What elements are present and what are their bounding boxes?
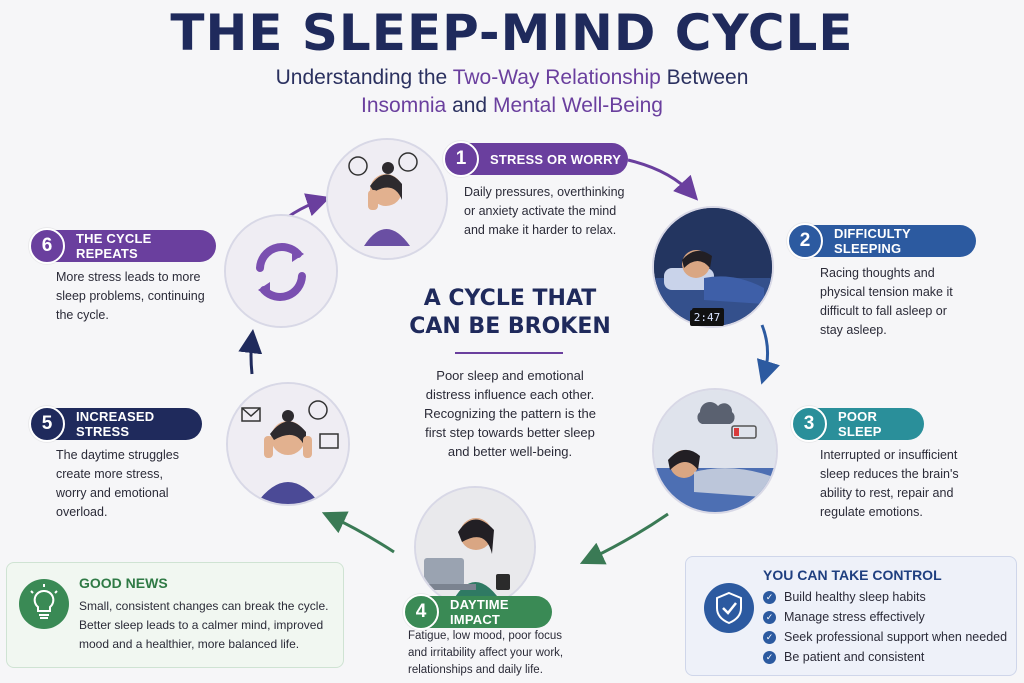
good-news-line: mood and a healthier, more balanced life… [79,637,300,651]
center-line: first step towards better sleep [425,425,595,440]
step-1-label: STRESS OR WORRY [490,151,622,167]
step-2-line: physical tension make it [820,285,953,299]
arrow-4-to-5 [321,511,395,554]
center-line: distress influence each other. [425,387,595,402]
center-title: A CYCLE THAT CAN BE BROKEN [400,285,620,341]
step-4-label: DAYTIME IMPACT [450,597,509,627]
step-5-pill: INCREASED STRESS [38,408,202,440]
subtitle-text: Understanding the [275,66,453,89]
step-2-pill: DIFFICULTY SLEEPING [796,225,976,257]
center-title-line: A CYCLE THAT [423,286,597,311]
step-5-description: The daytime struggles create more stress… [56,446,226,522]
shield-check-icon [704,583,754,633]
step-3-line: ability to rest, repair and [820,486,954,500]
stress-illustration [326,138,448,260]
step-2-line: difficult to fall asleep or [820,304,947,318]
take-control-item: ✓ Build healthy sleep habits [763,587,1013,607]
subtitle-highlight: Insomnia [361,94,447,117]
cycle-repeat-illustration [224,214,338,328]
step-6-description: More stress leads to more sleep problems… [56,268,236,325]
good-news-box: GOOD NEWS Small, consistent changes can … [6,562,344,668]
page-subtitle: Understanding the Two-Way Relationship B… [0,64,1024,120]
step-2-number: 2 [787,223,823,259]
step-4-description: Fatigue, low mood, poor focus and irrita… [408,628,628,679]
checkmark-icon: ✓ [763,630,776,644]
step-5-line: The daytime struggles [56,448,179,462]
good-news-line: Better sleep leads to a calmer mind, imp… [79,618,324,632]
step-2-line: Racing thoughts and [820,266,935,280]
arrow-5-to-6 [238,329,263,375]
refresh-icon [226,216,336,326]
step-5-number: 5 [29,406,65,442]
take-control-item-label: Manage stress effectively [784,610,925,624]
step-5-line: overload. [56,505,108,519]
step-1-line: or anxiety activate the mind [464,204,617,218]
arrow-2-to-3 [756,324,780,385]
step-6-line: More stress leads to more [56,270,201,284]
center-line: Poor sleep and emotional [436,368,584,383]
take-control-list: ✓ Build healthy sleep habits ✓ Manage stre… [763,587,1013,667]
center-title-line: CAN BE BROKEN [409,314,611,339]
center-description: Poor sleep and emotional distress influe… [410,366,610,461]
step-6-line: the cycle. [56,308,109,322]
good-news-title: GOOD NEWS [79,575,168,591]
daytime-impact-illustration [414,486,536,608]
step-1-line: and make it harder to relax. [464,223,617,237]
step-3-number: 3 [791,406,827,442]
step-5-label: INCREASED STRESS [76,409,155,439]
take-control-item: ✓ Be patient and consistent [763,647,1013,667]
step-1-pill: STRESS OR WORRY [452,143,628,175]
difficulty-sleeping-illustration [652,206,774,328]
step-4-number: 4 [403,594,439,630]
subtitle-text: and [446,94,493,117]
take-control-title: YOU CAN TAKE CONTROL [763,567,942,583]
take-control-item: ✓ Seek professional support when needed [763,627,1013,647]
step-2-line: stay asleep. [820,323,887,337]
step-4-line: and irritability affect your work, [408,647,564,659]
take-control-item-label: Be patient and consistent [784,650,925,664]
step-3-label: POOR SLEEP [838,409,882,439]
step-1-description: Daily pressures, overthinking or anxiety… [464,183,654,240]
increased-stress-illustration [226,382,350,506]
subtitle-highlight: Mental Well-Being [492,94,663,117]
step-1-line: Daily pressures, overthinking [464,185,625,199]
alarm-clock-display: 2:47 [690,310,724,326]
step-6-pill: THE CYCLE REPEATS [38,230,216,262]
arrow-1-to-2 [627,158,699,201]
center-line: and better well-being. [447,444,573,459]
step-1-number: 1 [443,141,479,177]
center-line: Recognizing the pattern is the [424,406,596,421]
checkmark-icon: ✓ [763,650,776,664]
take-control-item-label: Seek professional support when needed [784,630,1008,644]
step-6-label: THE CYCLE REPEATS [76,231,152,261]
step-4-line: relationships and daily life. [408,664,543,676]
step-3-line: regulate emotions. [820,505,923,519]
take-control-item: ✓ Manage stress effectively [763,607,1013,627]
arrow-3-to-4 [579,512,669,565]
poor-sleep-illustration [652,388,778,514]
checkmark-icon: ✓ [763,590,776,604]
take-control-item-label: Build healthy sleep habits [784,590,926,604]
step-4-line: Fatigue, low mood, poor focus [408,630,563,642]
step-3-line: Interrupted or insufficient [820,448,958,462]
good-news-line: Small, consistent changes can break the … [79,599,329,613]
step-5-line: worry and emotional [56,486,169,500]
step-3-description: Interrupted or insufficient sleep reduce… [820,446,1010,522]
step-3-line: sleep reduces the brain's [820,467,959,481]
page-title: THE SLEEP-MIND CYCLE [170,4,854,62]
lightbulb-icon [19,579,69,629]
center-divider [455,352,563,354]
step-2-label: DIFFICULTY SLEEPING [834,226,911,256]
subtitle-text: Between [660,66,749,89]
good-news-text: Small, consistent changes can break the … [79,597,341,654]
take-control-box: YOU CAN TAKE CONTROL ✓ Build healthy slee… [685,556,1017,676]
subtitle-highlight: Two-Way Relationship [452,66,661,89]
step-6-number: 6 [29,228,65,264]
checkmark-icon: ✓ [763,610,776,624]
step-5-line: create more stress, [56,467,163,481]
step-6-line: sleep problems, continuing [56,289,205,303]
step-2-description: Racing thoughts and physical tension mak… [820,264,1000,340]
